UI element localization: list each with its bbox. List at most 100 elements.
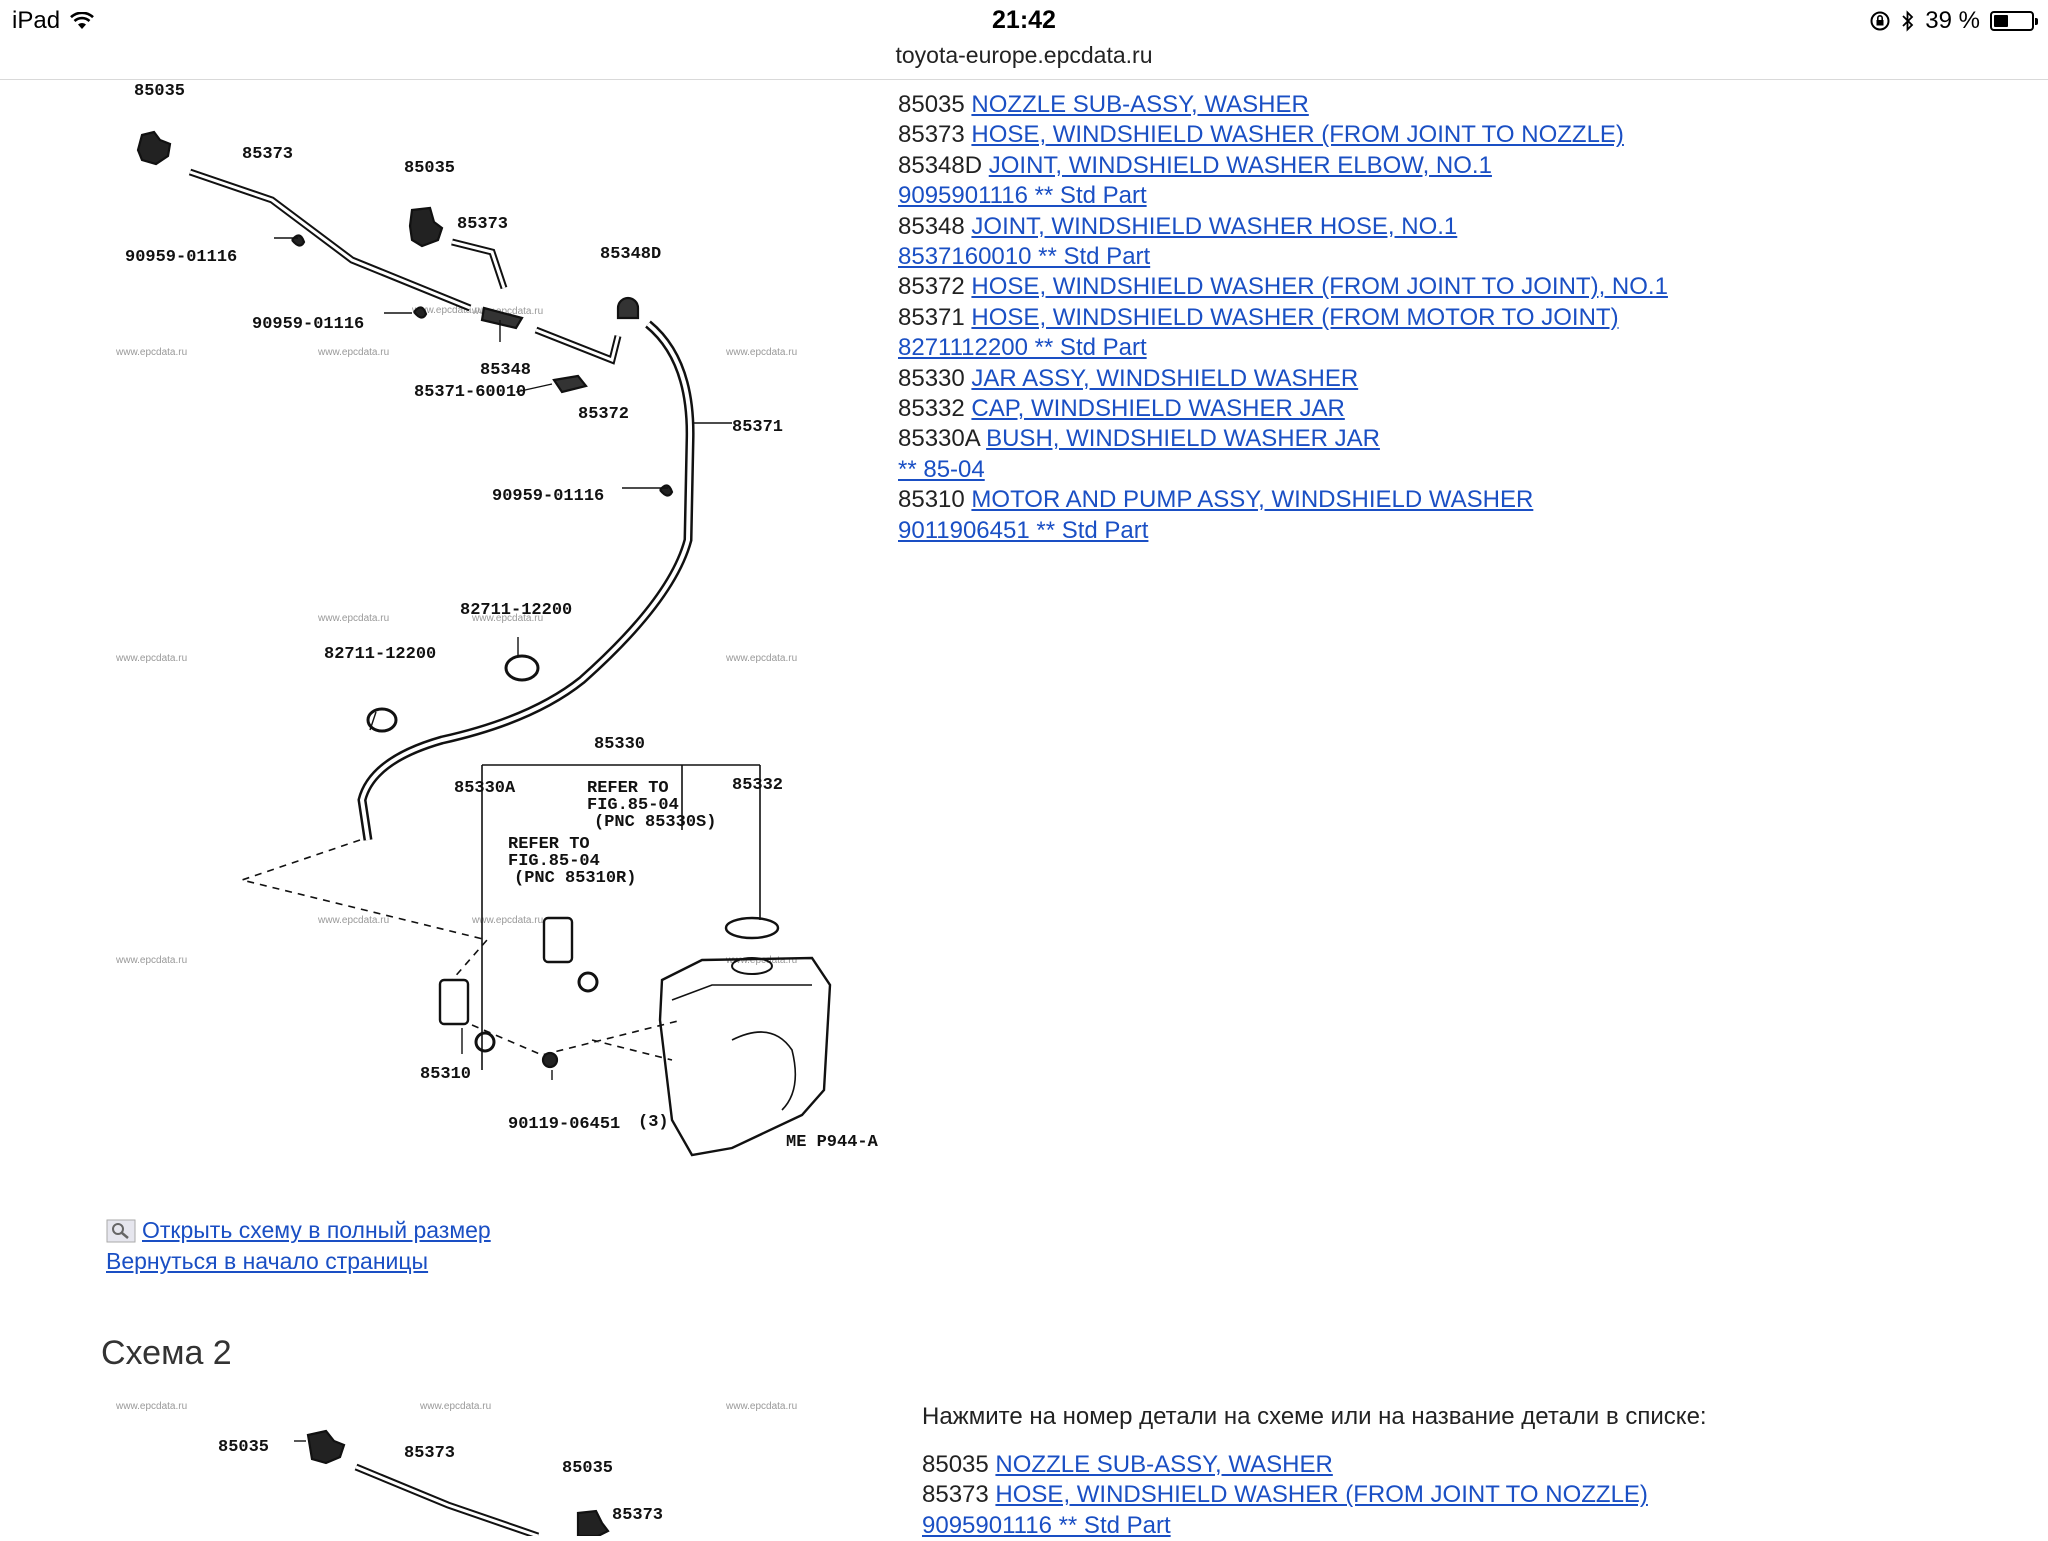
part-name-link[interactable]: HOSE, WINDSHIELD WASHER (FROM JOINT TO J…: [971, 273, 1668, 301]
label-90119[interactable]: 90119-06451: [508, 1115, 620, 1134]
watermark-text: www.epcdata.ru: [317, 613, 389, 624]
part-row: 85332 CAP, WINDSHIELD WASHER JAR: [898, 394, 2018, 424]
pump-motor-a: [438, 978, 470, 1026]
grommet-a: [474, 1031, 496, 1053]
part-row: 85330A BUSH, WINDSHIELD WASHER JAR: [898, 424, 2018, 454]
section-2-hint: Нажмите на номер детали на схеме или на …: [922, 1403, 1707, 1430]
wifi-icon: [70, 12, 94, 29]
part-name-link[interactable]: 9095901116 ** Std Part: [922, 1511, 1171, 1539]
figure-code: ME P944-A: [786, 1133, 879, 1152]
label-85330a[interactable]: 85330A: [454, 779, 516, 798]
label-85348d[interactable]: 85348D: [600, 245, 661, 264]
part-name-link[interactable]: 9095901116 ** Std Part: [898, 182, 1147, 210]
watermark-text: www.epcdata.ru: [471, 915, 543, 926]
part-name-link[interactable]: HOSE, WINDSHIELD WASHER (FROM MOTOR TO J…: [971, 303, 1619, 331]
dashed-guide: [239, 839, 683, 1061]
part-row: 85348D JOINT, WINDSHIELD WASHER ELBOW, N…: [898, 151, 2018, 181]
label-82711-a[interactable]: 82711-12200: [460, 601, 572, 620]
label-85348[interactable]: 85348: [480, 361, 531, 380]
part-name-link[interactable]: NOZZLE SUB-ASSY, WASHER: [971, 91, 1309, 118]
part-name-link[interactable]: NOZZLE SUB-ASSY, WASHER: [995, 1451, 1333, 1478]
part-row: 85372 HOSE, WINDSHIELD WASHER (FROM JOIN…: [898, 272, 2018, 302]
watermark-text: www.epcdata.ru: [317, 915, 389, 926]
grommet-b: [577, 971, 599, 993]
label-85373-b[interactable]: 85373: [457, 215, 508, 234]
back-top-row: Вернуться в начало страницы: [106, 1246, 491, 1277]
battery-icon: [1990, 11, 2038, 31]
washer-jar: [658, 956, 832, 1157]
part-number: 85371: [898, 303, 965, 331]
label-85310[interactable]: 85310: [420, 1065, 471, 1084]
label-90959-b[interactable]: 90959-01116: [252, 315, 364, 334]
watermark-text: www.epcdata.ru: [419, 1401, 491, 1412]
label-85330[interactable]: 85330: [594, 735, 645, 754]
label-90959-c[interactable]: 90959-01116: [492, 487, 604, 506]
part-name-link[interactable]: 8271112200 ** Std Part: [898, 334, 1147, 362]
part-number: 85348: [898, 212, 965, 240]
open-full-row: Открыть схему в полный размер: [106, 1215, 491, 1246]
label-85373[interactable]: 85373: [242, 145, 293, 164]
label-85371-60010[interactable]: 85371-60010: [414, 383, 526, 402]
label-85373-s2[interactable]: 85373: [404, 1444, 455, 1463]
part-number: 85373: [922, 1481, 989, 1509]
open-full-size-link[interactable]: Открыть схему в полный размер: [142, 1217, 491, 1243]
refer-note-2c: (PNC 85310R): [514, 869, 636, 888]
label-82711-b[interactable]: 82711-12200: [324, 645, 436, 664]
part-name-link[interactable]: HOSE, WINDSHIELD WASHER (FROM JOINT TO N…: [971, 121, 1624, 149]
label-85035[interactable]: 85035: [134, 82, 185, 101]
clip-part: [291, 234, 306, 247]
part-name-link[interactable]: BUSH, WINDSHIELD WASHER JAR: [986, 425, 1380, 453]
label-85373b-s2[interactable]: 85373: [612, 1506, 663, 1525]
clock: 21:42: [992, 6, 1056, 34]
part-name-link[interactable]: JOINT, WINDSHIELD WASHER HOSE, NO.1: [971, 212, 1458, 240]
part-name-link[interactable]: JAR ASSY, WINDSHIELD WASHER: [971, 364, 1359, 392]
watermark-text: www.epcdata.ru: [115, 955, 187, 966]
part-name-link[interactable]: JOINT, WINDSHIELD WASHER ELBOW, NO.1: [988, 151, 1492, 179]
part-row: ** 85-04: [898, 455, 2018, 485]
parts-diagram[interactable]: www.epcdata.ru www.epcdata.ru www.epcdata.…: [112, 80, 882, 1160]
part-name-link[interactable]: 9011906451 ** Std Part: [898, 516, 1149, 544]
toolbar-divider: [0, 79, 2048, 80]
refer-note-1a: REFER TO: [587, 779, 669, 798]
bracket-85330: [481, 764, 761, 1070]
label-85035b-s2[interactable]: 85035: [562, 1459, 613, 1478]
part-row: 85373 HOSE, WINDSHIELD WASHER (FROM JOIN…: [922, 1480, 1648, 1510]
watermark-text: www.epcdata.ru: [115, 653, 187, 664]
part-number: 85372: [898, 273, 965, 301]
url-bar[interactable]: toyota-europe.epcdata.ru: [895, 42, 1153, 68]
label-90959-a[interactable]: 90959-01116: [125, 248, 237, 267]
clamp-82711-a: [504, 654, 540, 682]
part-row: 8271112200 ** Std Part: [898, 333, 2018, 363]
battery-fill: [1994, 15, 2009, 27]
part-name-link[interactable]: HOSE, WINDSHIELD WASHER (FROM JOINT TO N…: [995, 1481, 1648, 1509]
status-bar: iPad 21:42 39 %: [0, 0, 2048, 44]
part-name-link[interactable]: ** 85-04: [898, 455, 985, 483]
part-number: 85332: [898, 395, 965, 423]
part-row: 85035 NOZZLE SUB-ASSY, WASHER: [922, 1450, 1648, 1480]
label-85035-s2[interactable]: 85035: [218, 1438, 269, 1457]
back-to-top-link[interactable]: Вернуться в начало страницы: [106, 1248, 429, 1274]
refer-note-1b: FIG.85-04: [587, 796, 679, 815]
label-85332[interactable]: 85332: [732, 776, 783, 795]
status-left: iPad: [12, 7, 94, 35]
nozzle-part: [136, 130, 172, 166]
nozzle-part-2-s2: [576, 1509, 610, 1536]
part-number: 85310: [898, 486, 965, 514]
nozzle-part-s2: [306, 1429, 346, 1465]
part-name-link[interactable]: 8537160010 ** Std Part: [898, 243, 1151, 271]
part-name-link[interactable]: MOTOR AND PUMP ASSY, WINDSHIELD WASHER: [971, 486, 1534, 514]
label-85035-b[interactable]: 85035: [404, 159, 455, 178]
bluetooth-icon: [1902, 10, 1914, 32]
label-85372[interactable]: 85372: [578, 405, 629, 424]
watermark-text: www.epcdata.ru: [317, 347, 389, 358]
rotation-lock-icon: [1870, 11, 1890, 31]
magnifier-icon[interactable]: [106, 1219, 136, 1243]
part-name-link[interactable]: CAP, WINDSHIELD WASHER JAR: [971, 395, 1345, 423]
label-85371[interactable]: 85371: [732, 418, 783, 437]
watermark-text: www.epcdata.ru: [725, 955, 797, 966]
refer-note-1c: (PNC 85330S): [594, 813, 716, 832]
